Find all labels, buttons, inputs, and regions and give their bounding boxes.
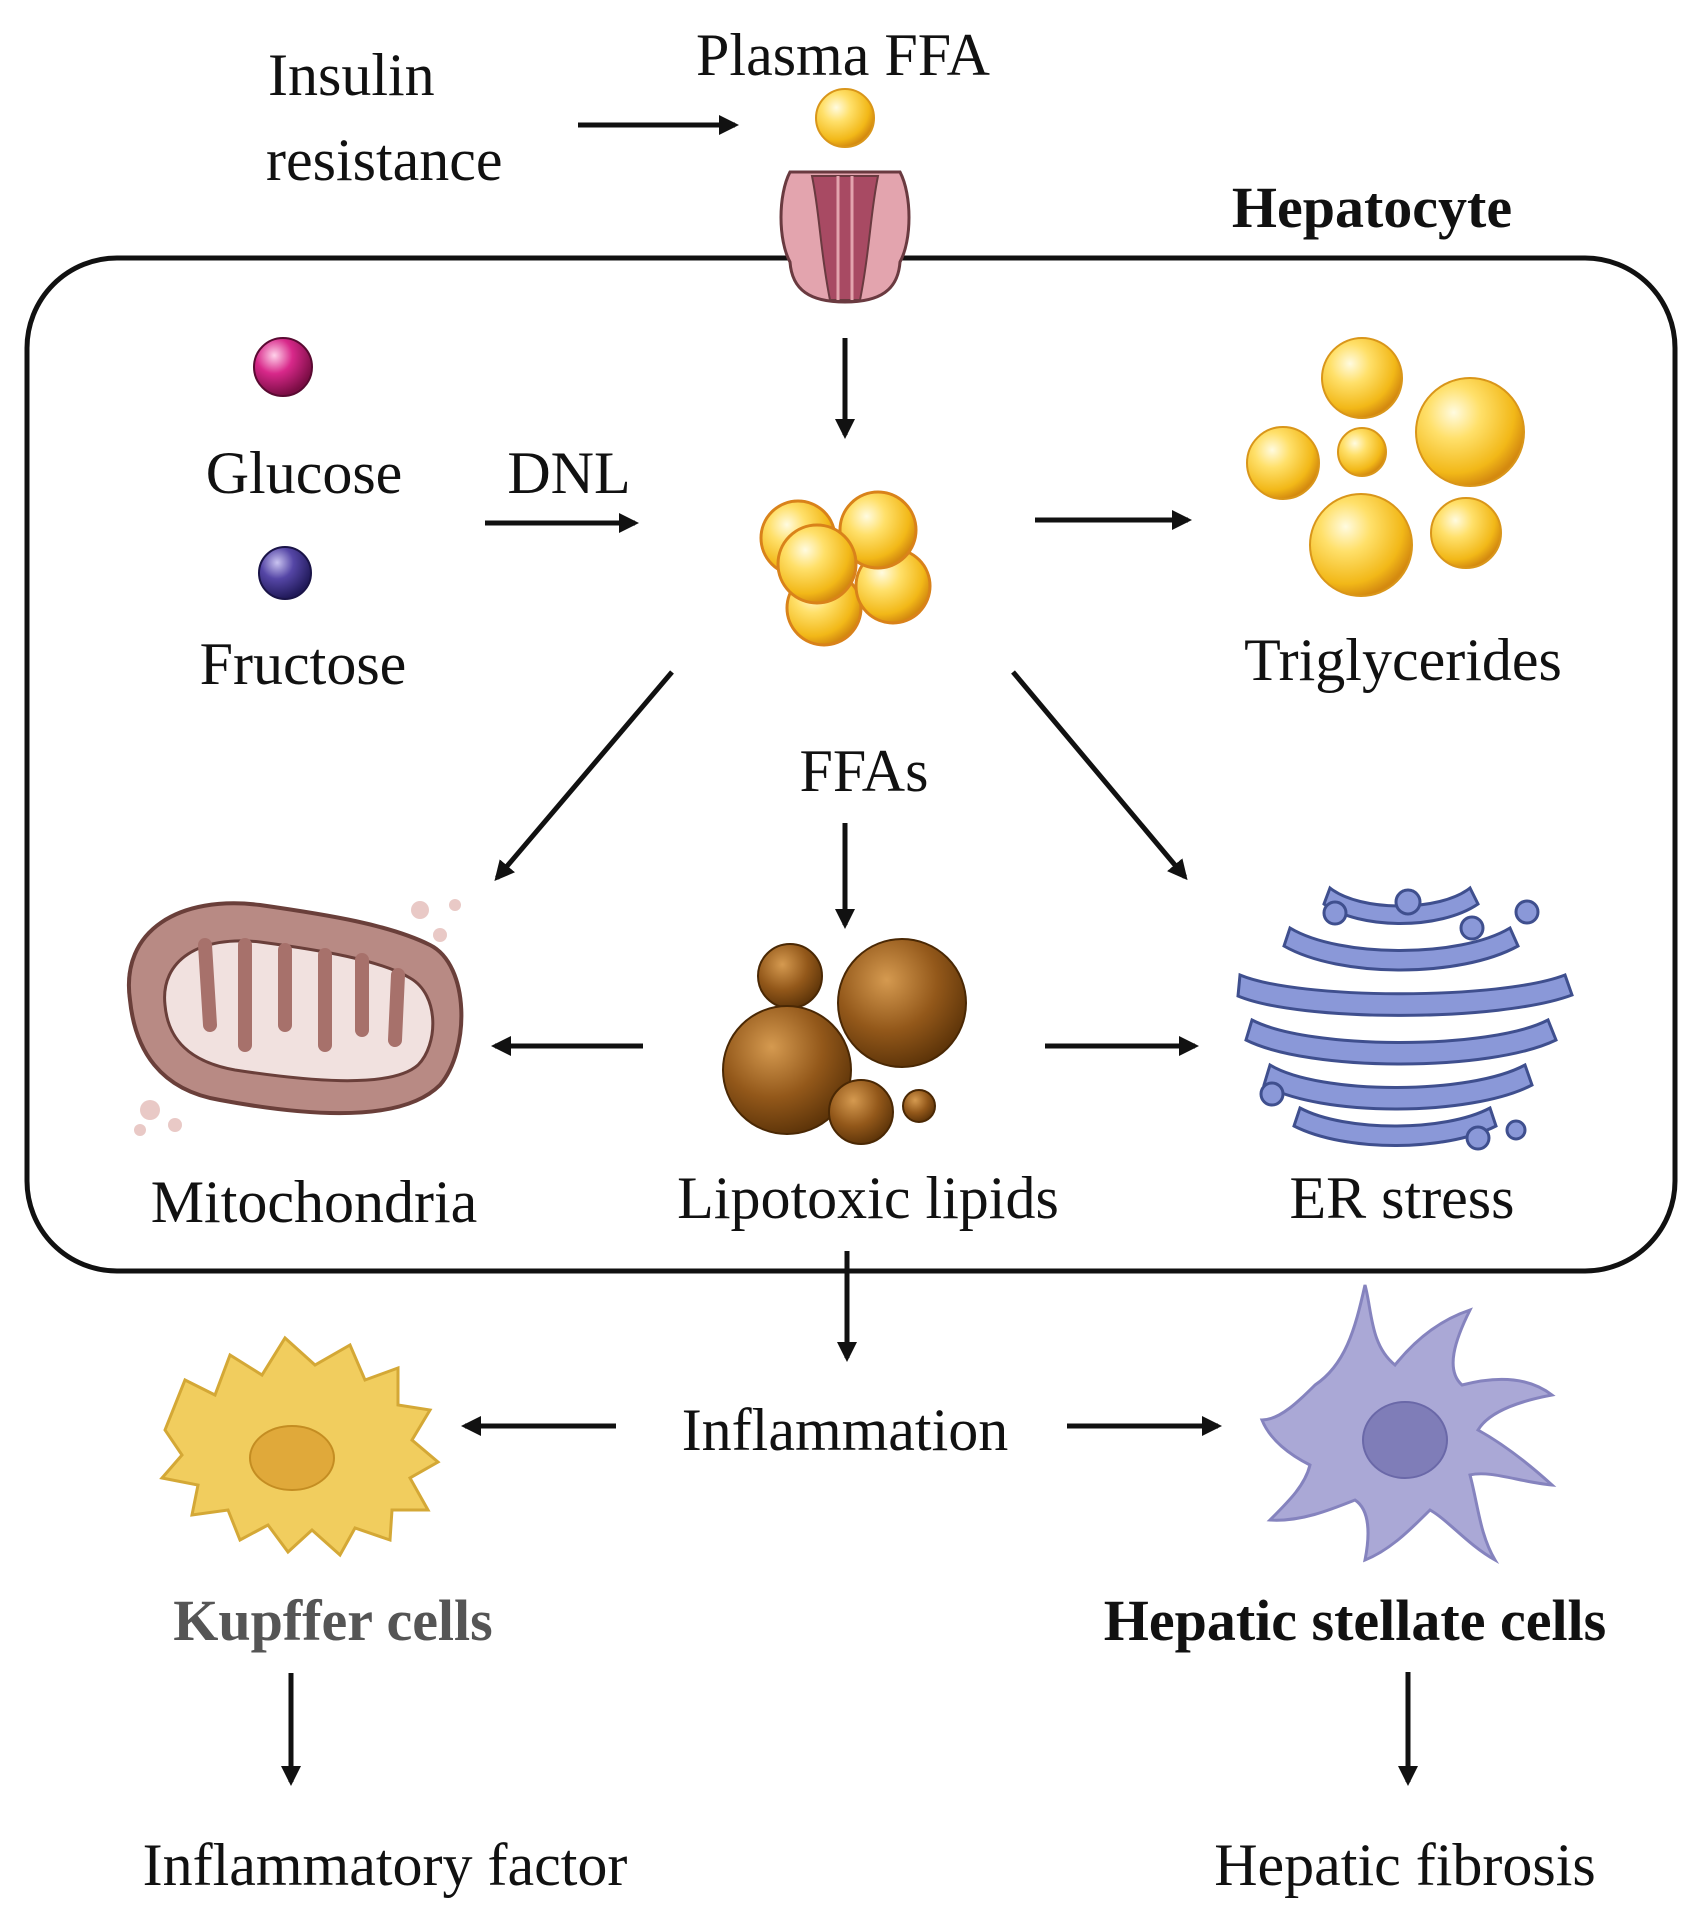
hepatic-stellate-cells-label: Hepatic stellate cells bbox=[1104, 1588, 1607, 1653]
mitochondria-label: Mitochondria bbox=[151, 1169, 478, 1235]
plasma-ffa-droplet-icon bbox=[815, 88, 875, 148]
inflammatory-factor-label: Inflammatory factor bbox=[143, 1832, 628, 1898]
hepatic-fibrosis-label: Hepatic fibrosis bbox=[1214, 1832, 1596, 1898]
fatty-acid-transporter-icon bbox=[779, 170, 911, 304]
kupffer-cell-icon bbox=[159, 1335, 441, 1558]
dnl-label: DNL bbox=[507, 440, 630, 506]
er-stress-label: ER stress bbox=[1290, 1165, 1515, 1231]
glucose-label: Glucose bbox=[206, 440, 403, 506]
insulin-resistance-label-line2: resistance bbox=[266, 127, 503, 193]
ffas-label: FFAs bbox=[800, 738, 929, 804]
triglycerides-droplets-icon bbox=[1246, 337, 1525, 597]
lipotoxic-lipids-icon bbox=[722, 938, 967, 1145]
kupffer-cells-label: Kupffer cells bbox=[173, 1588, 492, 1653]
plasma-ffa-label: Plasma FFA bbox=[696, 22, 990, 88]
ffas-cluster-icon bbox=[759, 490, 932, 647]
fructose-molecule-icon bbox=[258, 546, 312, 600]
inflammation-label: Inflammation bbox=[682, 1397, 1009, 1463]
insulin-resistance-label-line1: Insulin bbox=[268, 42, 435, 108]
lipotoxic-lipids-label: Lipotoxic lipids bbox=[677, 1165, 1059, 1231]
endoplasmic-reticulum-icon bbox=[1236, 885, 1574, 1151]
arrow-ffas-to-mitochondria bbox=[494, 670, 674, 882]
fructose-label: Fructose bbox=[200, 631, 407, 697]
hepatocyte-label: Hepatocyte bbox=[1232, 175, 1512, 240]
triglycerides-label: Triglycerides bbox=[1244, 627, 1562, 693]
mitochondria-icon bbox=[126, 899, 464, 1136]
hepatic-stellate-cell-icon bbox=[1259, 1284, 1557, 1565]
arrow-ffas-to-er bbox=[1011, 670, 1188, 881]
glucose-molecule-icon bbox=[253, 337, 313, 397]
